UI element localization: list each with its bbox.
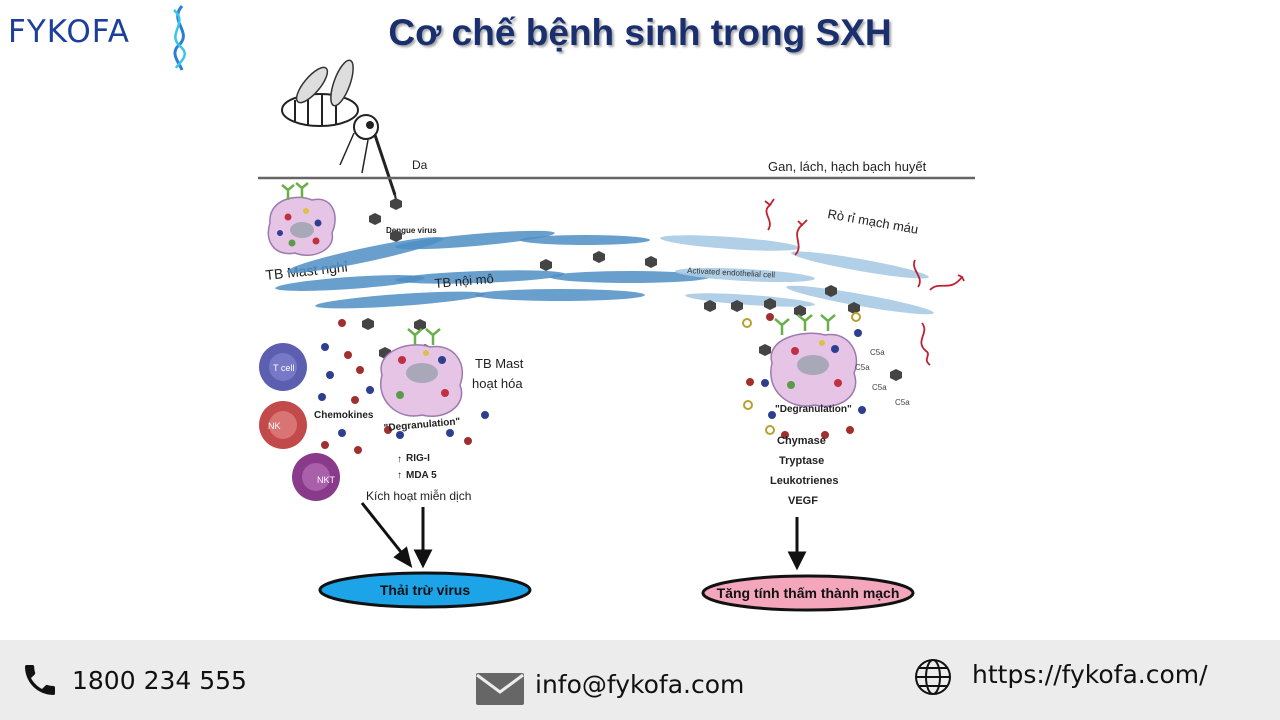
svg-text:↑: ↑ <box>397 470 402 481</box>
rigi-label: RIG-I <box>406 453 430 464</box>
chemokine-dots <box>318 319 489 454</box>
contact-footer: 1800 234 555 info@fykofa.com https://fyk… <box>0 640 1280 720</box>
t-cell-label: T cell <box>273 363 294 373</box>
website-link[interactable]: https://fykofa.com/ <box>972 660 1208 689</box>
globe-icon <box>915 659 951 695</box>
phone-icon <box>25 665 55 695</box>
brand-logo-text: FYKOFA <box>8 14 130 50</box>
permeability-label: Tăng tính thấm thành mạch <box>717 585 900 601</box>
mda5-label: MDA 5 <box>406 470 437 481</box>
mosquito-icon <box>281 59 397 196</box>
immune-activation-label: Kích hoạt miễn dịch <box>366 488 471 503</box>
mediator-dots <box>742 312 866 439</box>
activated-mast-cell-right <box>770 314 858 407</box>
skin-label: Da <box>412 158 428 172</box>
nk-cell-label: NK <box>268 421 281 431</box>
c5a-label-3: C5a <box>872 383 887 392</box>
leukotrienes-label: Leukotrienes <box>770 475 838 487</box>
email-address[interactable]: info@fykofa.com <box>535 670 745 699</box>
vascular-leak-label: Rò rỉ mạch máu <box>826 206 919 237</box>
phone-number[interactable]: 1800 234 555 <box>72 666 247 695</box>
endothelial-layer <box>275 230 934 315</box>
leak-arrows <box>764 198 965 366</box>
tryptase-label: Tryptase <box>779 455 824 467</box>
dengue-virus-label: Dengue virus <box>386 226 437 235</box>
resting-mast-cell <box>267 182 336 256</box>
permeability-oval <box>701 574 915 612</box>
virus-clearance-label: Thải trừ virus <box>380 582 470 598</box>
nk-cell <box>259 401 307 449</box>
nkt-cell-label: NKT <box>317 475 336 485</box>
nkt-cell <box>292 453 340 501</box>
organs-label: Gan, lách, hạch bạch huyết <box>768 159 927 174</box>
clearance-arrows <box>360 502 433 569</box>
c5a-label-2: C5a <box>855 363 870 372</box>
degranulation-label-right: "Degranulation" <box>775 404 852 415</box>
t-cell <box>259 343 307 391</box>
c5a-label-4: C5a <box>895 398 910 407</box>
activated-mast-label-1: TB Mast <box>475 356 524 371</box>
svg-text:↑: ↑ <box>397 454 402 465</box>
activated-mast-label-2: hoạt hóa <box>472 376 523 391</box>
chymase-label: Chymase <box>777 435 826 447</box>
virus-clearance-oval <box>318 571 532 609</box>
chemokines-label: Chemokines <box>314 410 374 421</box>
page-title: Cơ chế bệnh sinh trong SXH <box>388 12 892 53</box>
vegf-label: VEGF <box>788 495 818 507</box>
c5a-label-1: C5a <box>870 348 885 357</box>
endothelial-label: TB nội mô <box>434 271 494 291</box>
activated-mast-cell-left <box>380 328 464 417</box>
email-icon <box>476 673 524 705</box>
permeability-arrow <box>787 517 807 571</box>
pathogenesis-diagram: Da Gan, lách, hạch bạch huyết TB Mast ng… <box>258 59 975 612</box>
brand-logo-icon <box>173 5 186 71</box>
